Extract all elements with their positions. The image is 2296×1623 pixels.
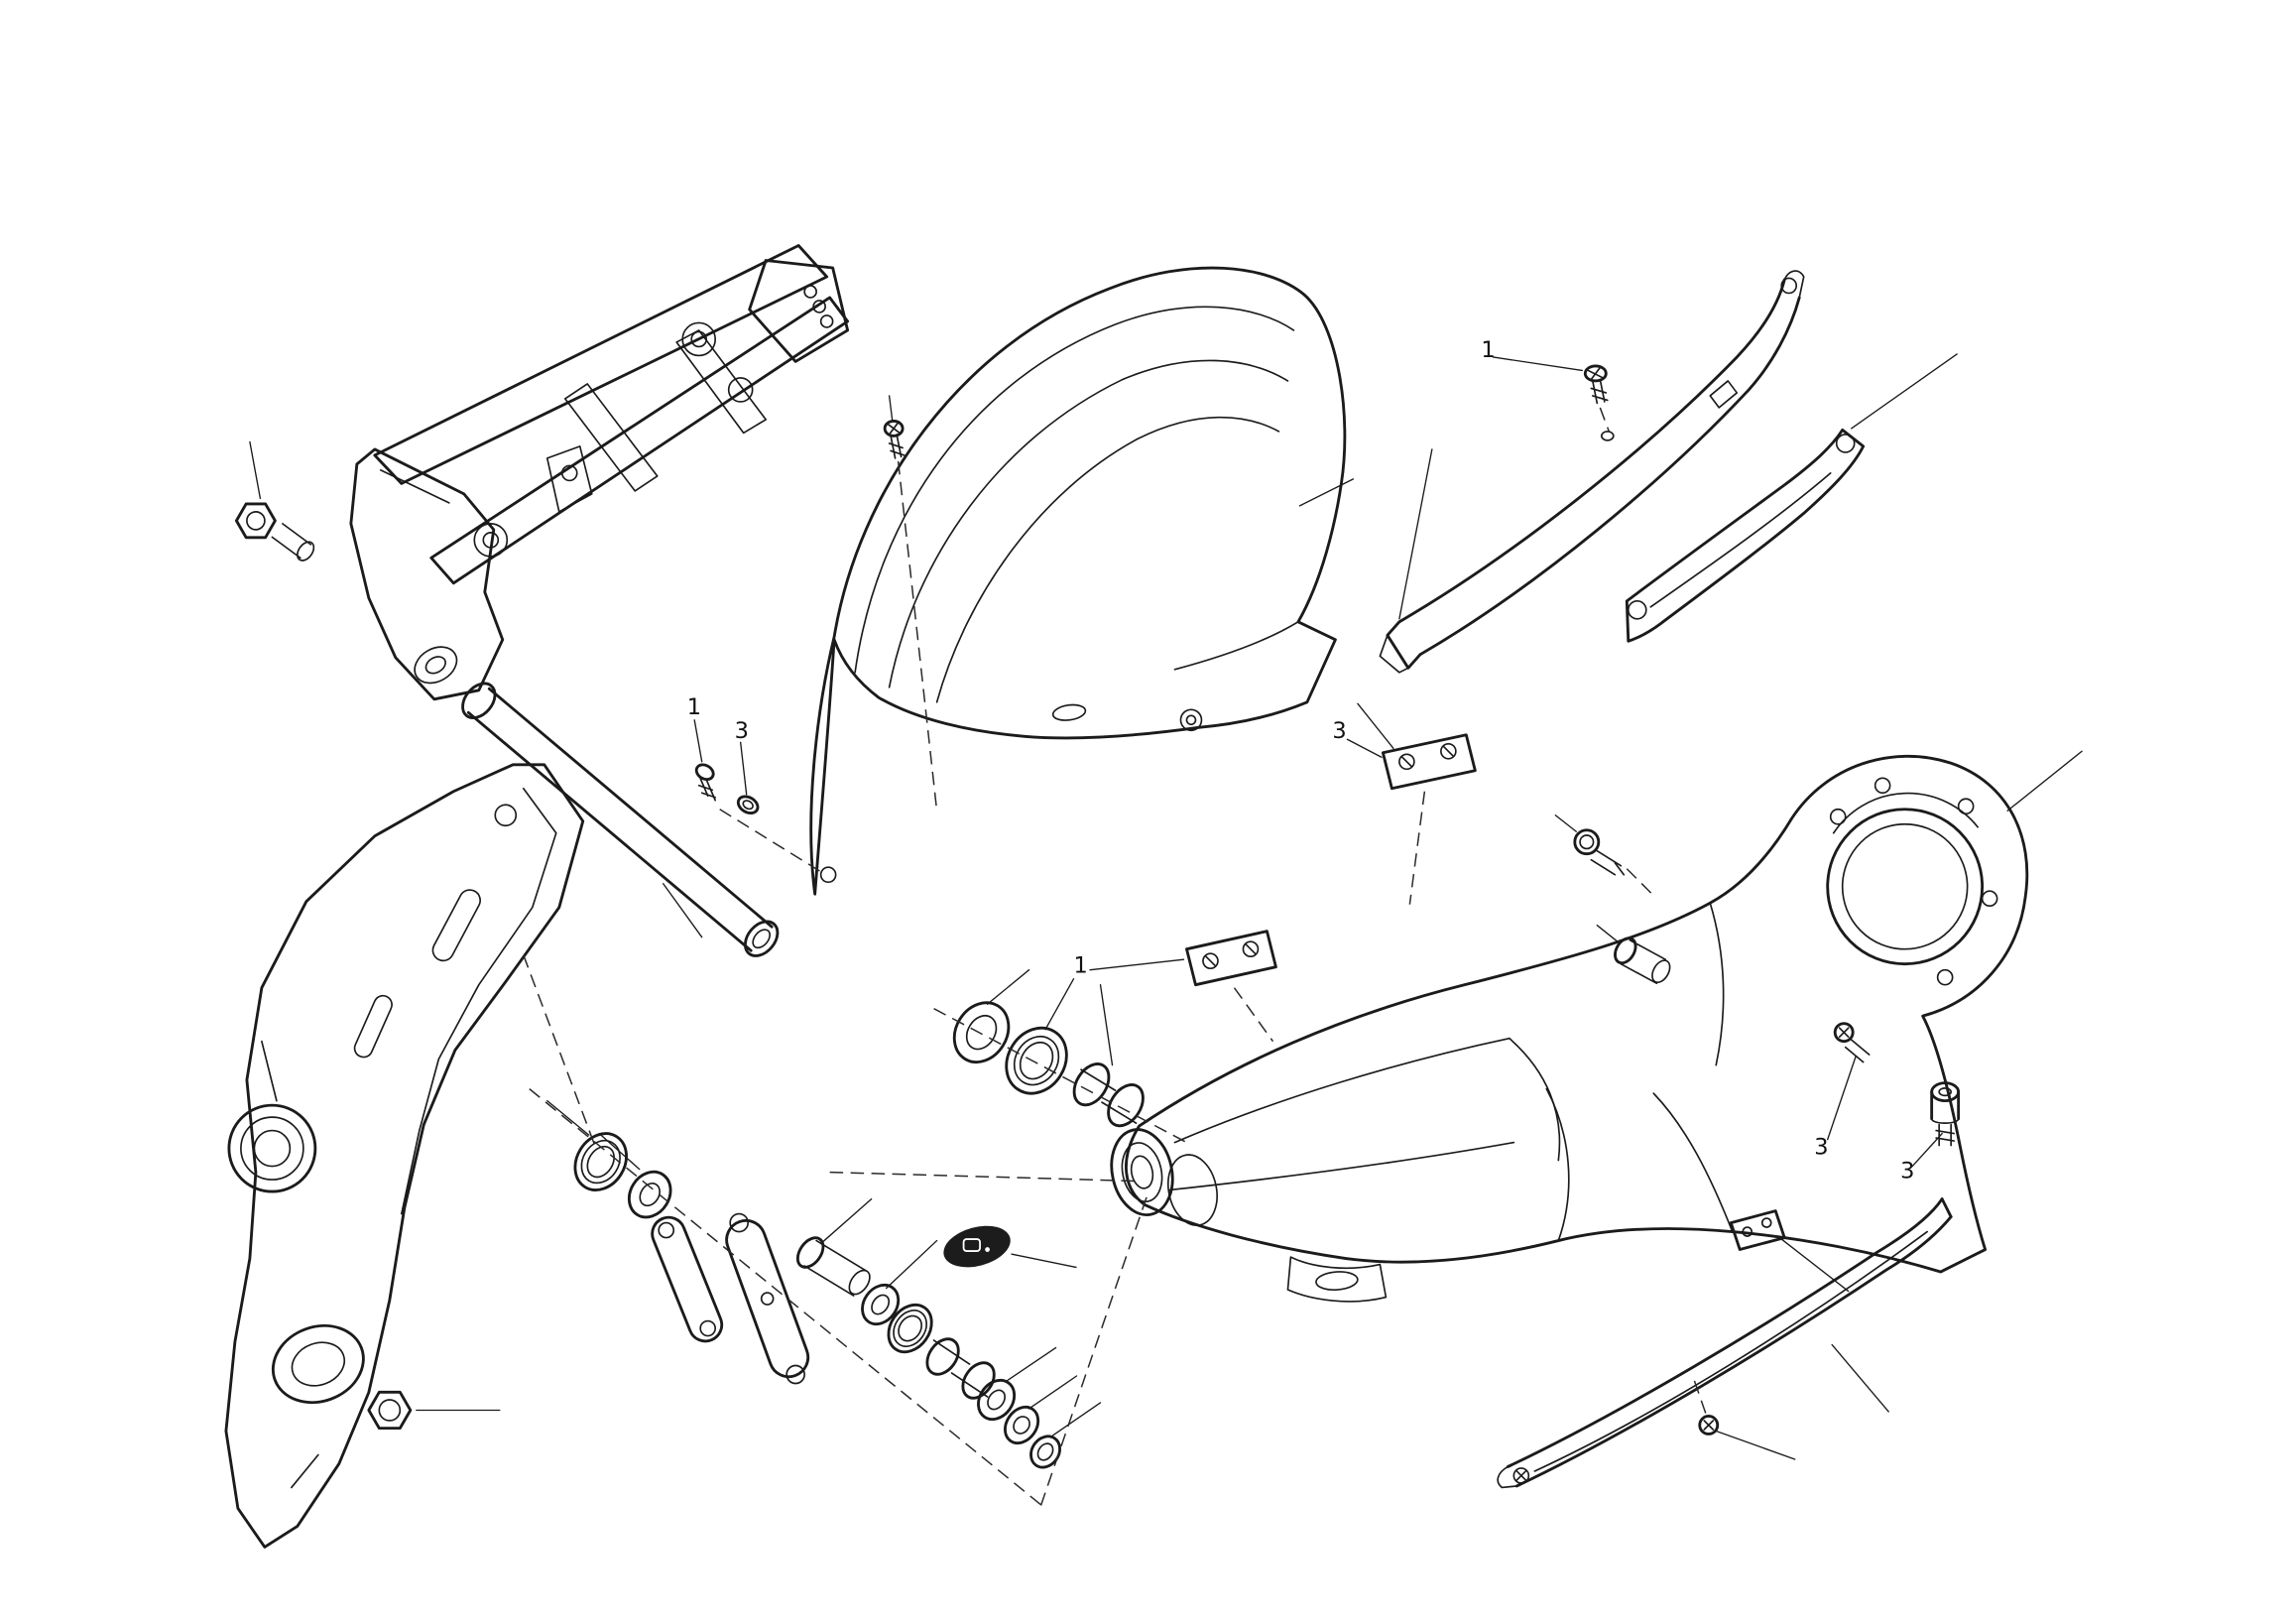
suspension-link-arm [651,1215,724,1343]
frame-upper-section [349,244,850,701]
hub-small-screw [1827,1022,1871,1141]
callout-1: 1 [1074,953,1088,979]
warning-label [943,1225,1077,1269]
callout-3: 3 [1900,1159,1914,1185]
swingarm [1110,750,2083,1303]
fender-mount-nut [736,741,760,815]
pivot-shaft [461,682,780,957]
pivot-bearing-set [952,969,1145,1128]
hub-pin [1596,925,1671,984]
chain-guard-bracket [1625,353,1958,643]
linkage-bearing-set [546,1099,672,1219]
fender-screw [883,395,906,459]
wheel-hub-opening [1826,808,1985,966]
callout-3: 3 [1332,718,1346,744]
chain-adjuster-block-lower [1089,930,1277,987]
fender-mount-screw [693,719,717,802]
socket-bolt [1911,1081,1961,1168]
callout-1: 1 [1481,337,1495,363]
slider-screw [1698,1415,1796,1460]
sensor-plate [1729,1209,1850,1293]
hub-screw [1554,814,1626,876]
callout-3: 3 [735,718,749,744]
rear-fender-hugger [809,266,1355,896]
callout-labels: 1 3 3 1 1 3 3 [687,337,1915,1185]
chain-guard-screw [1492,356,1609,405]
chain-guard [1379,270,1805,674]
callout-3: 3 [1814,1135,1828,1161]
frame-side-plate [224,763,585,1549]
linkage-washers-and-spacers [861,1239,1102,1469]
callout-1: 1 [687,694,701,720]
suspension-rocker-arm [725,1212,810,1385]
assembly-axis-lines [523,407,1707,1510]
linkage-pin [795,1197,873,1297]
frame-bolt-lower [367,1390,501,1431]
front-pivot-bolt [234,440,315,562]
chain-slider [1497,1197,1953,1489]
chain-adjuster-block-upper [1346,702,1477,791]
